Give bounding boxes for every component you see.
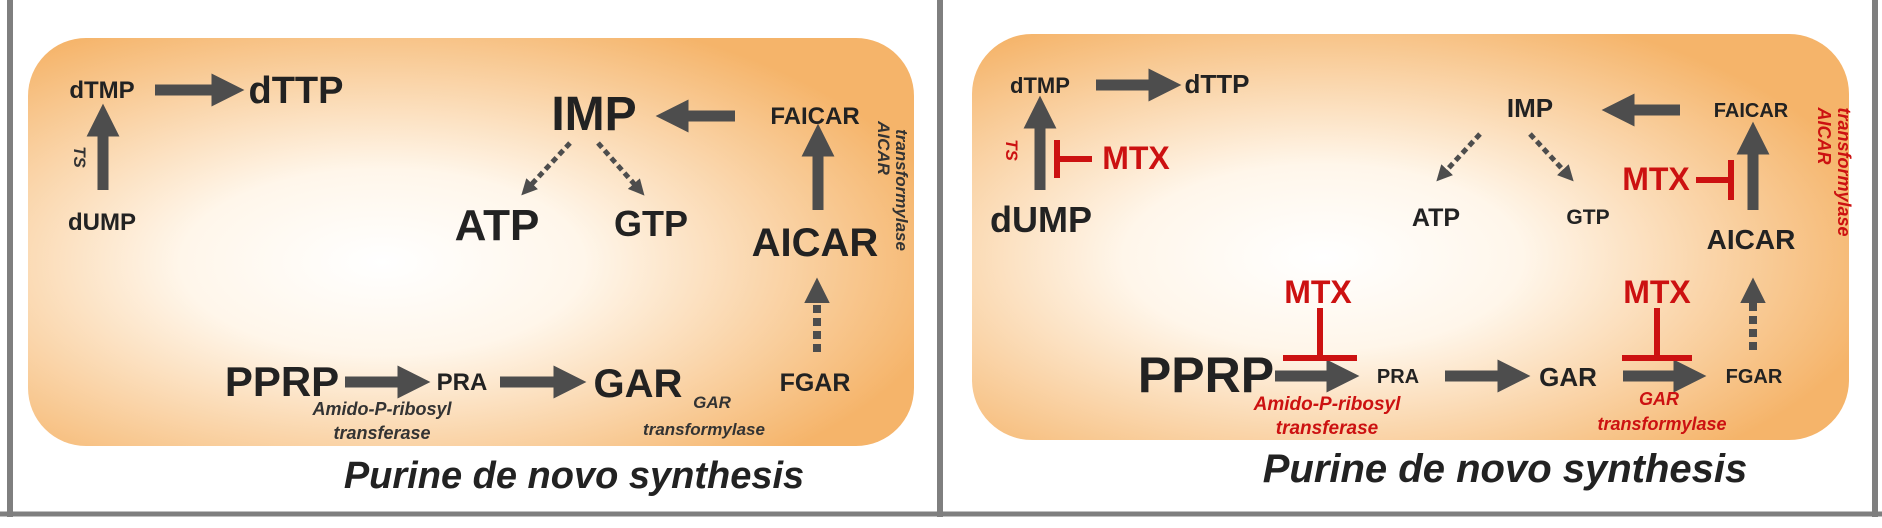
left-panel-caption: Purine de novo synthesis xyxy=(344,455,804,497)
right-panel-background xyxy=(972,34,1849,440)
left-panel: dTMP dTTP dUMP IMP FAICAR ATP GTP AICAR … xyxy=(28,38,914,497)
right-pra-label: PRA xyxy=(1377,366,1419,388)
left-dump-label: dUMP xyxy=(68,209,136,236)
left-aicar-transformylase-line1: AICAR xyxy=(874,120,893,176)
right-mtx-gar-label: MTX xyxy=(1623,274,1691,310)
left-amido-transferase-line1: Amido-P-ribosyl xyxy=(311,399,452,419)
right-panel: dTMP dTTP dUMP IMP FAICAR ATP GTP AICAR … xyxy=(972,34,1854,491)
figure-frame xyxy=(0,0,1882,517)
mtx-ts-inhibition-symbol xyxy=(1054,140,1092,178)
right-atp-label: ATP xyxy=(1412,204,1460,232)
left-fgar-label: FGAR xyxy=(780,369,851,397)
right-aicar-transformylase-line2: transformylase xyxy=(1834,107,1854,236)
left-atp-label: ATP xyxy=(455,201,540,250)
right-amido-transferase-line2: transferase xyxy=(1276,418,1379,439)
mtx-gar-transformylase-inhibition-symbol xyxy=(1622,308,1692,361)
left-gar-label: GAR xyxy=(594,362,683,406)
left-gar-transformylase-line2: transformylase xyxy=(643,420,765,439)
right-mtx-amido-label: MTX xyxy=(1284,274,1352,310)
mtx-amido-transferase-inhibition-symbol xyxy=(1283,308,1357,361)
right-gar-label: GAR xyxy=(1539,362,1597,392)
right-dttp-label: dTTP xyxy=(1185,69,1250,99)
right-gar-transformylase-line1: GAR xyxy=(1639,389,1679,409)
right-aicar-transformylase-line1: AICAR xyxy=(1814,107,1834,165)
right-dump-label: dUMP xyxy=(990,199,1092,240)
left-pprp-label: PPRP xyxy=(225,358,339,405)
left-panel-background xyxy=(28,38,914,446)
mtx-aicar-transformylase-inhibition-symbol xyxy=(1696,160,1734,200)
right-fgar-label: FGAR xyxy=(1726,366,1783,388)
right-mtx-aicar-label: MTX xyxy=(1622,161,1690,197)
right-ts-enzyme-label: TS xyxy=(1002,139,1021,161)
left-pra-label: PRA xyxy=(437,369,488,396)
left-dttp-label: dTTP xyxy=(249,70,344,112)
right-amido-transferase-line1: Amido-P-ribosyl xyxy=(1253,394,1401,415)
right-pprp-label: PPRP xyxy=(1138,347,1274,403)
right-panel-caption: Purine de novo synthesis xyxy=(1263,447,1748,491)
right-faicar-label: FAICAR xyxy=(1714,100,1789,122)
left-ts-enzyme-label: TS xyxy=(70,146,89,168)
right-dtmp-label: dTMP xyxy=(1010,73,1070,98)
left-gtp-label: GTP xyxy=(614,203,688,244)
arrow-imp-to-atp xyxy=(1436,132,1482,182)
right-imp-label: IMP xyxy=(1507,93,1553,123)
left-aicar-label: AICAR xyxy=(752,221,879,265)
right-gar-transformylase-line2: transformylase xyxy=(1597,414,1726,434)
left-amido-transferase-line2: transferase xyxy=(333,423,430,443)
left-faicar-label: FAICAR xyxy=(770,103,859,130)
right-gtp-label: GTP xyxy=(1566,206,1609,229)
left-gar-transformylase-line1: GAR xyxy=(693,393,732,412)
left-dtmp-label: dTMP xyxy=(69,77,134,104)
arrow-imp-to-gtp xyxy=(1528,132,1574,182)
left-imp-label: IMP xyxy=(551,88,636,141)
left-aicar-transformylase-line2: transformylase xyxy=(892,129,911,251)
right-mtx-ts-label: MTX xyxy=(1102,140,1170,176)
right-aicar-label: AICAR xyxy=(1707,224,1796,255)
